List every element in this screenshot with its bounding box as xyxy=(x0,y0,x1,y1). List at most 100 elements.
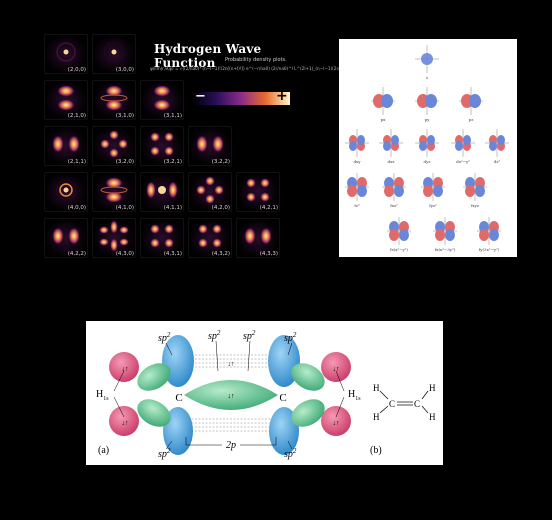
orbital-shape: s xyxy=(415,45,439,80)
pi-bond-region xyxy=(181,354,281,432)
orbital-shape: pz xyxy=(459,87,483,122)
orbital-quantum-numbers: (4,3,3) xyxy=(259,251,278,257)
orbital-shape: dxz xyxy=(379,129,403,164)
colorbar-minus-label: − xyxy=(195,89,206,104)
orbital-shapes-panel: s px py pz dxy dxz dyz dx²−y² dz² fz³ fxz² fyz² fxyz… xyxy=(339,39,517,257)
hydrogen-wave-function-panel: (2,0,0) (3,0,0) (2,1,0) (3,1,0) (3,1,1) (2,1,… xyxy=(40,30,371,262)
wave-function-formula: ψnlm(r,θ,φ) = √((2/na0)³ (n−l−1)!/2n[(n+… xyxy=(150,66,371,71)
struct-c: C xyxy=(389,399,395,409)
sp2-label: sp2 xyxy=(284,331,297,344)
orbital-quantum-numbers: (3,0,0) xyxy=(115,67,134,73)
orbital-shape-label: px xyxy=(381,117,387,122)
orbital-quantum-numbers: (4,1,0) xyxy=(115,205,134,211)
orbital-quantum-numbers: (4,3,1) xyxy=(163,251,182,257)
sp2-label: sp2 xyxy=(158,331,171,344)
orbital-shape: fx(x²−3y²) xyxy=(433,217,457,252)
orbital-density-plot: (3,2,0) xyxy=(92,126,136,166)
orbital-shape: fy(3x²−y²) xyxy=(477,217,501,252)
orbital-shape: py xyxy=(415,87,439,122)
sigma-ch-lobe xyxy=(291,399,325,427)
part-a-label: (a) xyxy=(98,445,109,456)
orbital-quantum-numbers: (2,1,0) xyxy=(67,113,86,119)
orbital-shape-label: pz xyxy=(469,117,474,122)
orbital-shape: fyz² xyxy=(421,173,445,208)
hydrogen-orbital-top-right xyxy=(321,352,351,382)
orbital-shape-label: dx²−y² xyxy=(456,159,470,164)
struct-c: C xyxy=(414,399,420,409)
orbital-density-plot: (4,1,0) xyxy=(92,172,136,212)
sigma-ch-lobe xyxy=(291,363,325,391)
orbital-density-plot: (4,3,1) xyxy=(140,218,184,258)
orbital-shape-label: py xyxy=(425,117,431,122)
spin-pair: ↓↑ xyxy=(228,392,235,400)
orbital-density-plot: (4,2,1) xyxy=(236,172,280,212)
sigma-ch-lobe xyxy=(137,399,171,427)
orbital-density-plot: (2,1,1) xyxy=(44,126,88,166)
hydrogen-1s-label-left: H1s xyxy=(96,389,109,402)
orbital-density-plot: (2,1,0) xyxy=(44,80,88,120)
orbital-shape-label: fz(x²−y²) xyxy=(390,247,408,252)
carbon-label-right: C xyxy=(279,392,286,404)
orbital-shape-label: fxyz xyxy=(471,203,479,208)
orbital-density-plot: (4,1,1) xyxy=(140,172,184,212)
struct-h: H xyxy=(373,383,380,393)
orbital-shape-label: dxz xyxy=(388,159,395,164)
orbital-shape-label: fyz² xyxy=(429,203,437,208)
orbital-density-plot: (3,2,2) xyxy=(188,126,232,166)
orbital-shape-label: dyz xyxy=(424,159,431,164)
orbital-shape-label: fxz² xyxy=(390,203,398,208)
sigma-cc-bond xyxy=(184,380,278,410)
hydrogen-orbital-top-left xyxy=(109,352,139,382)
orbital-quantum-numbers: (4,1,1) xyxy=(163,205,182,211)
spin-pair: ↓↑ xyxy=(228,360,235,368)
orbital-quantum-numbers: (4,3,0) xyxy=(115,251,134,257)
spin-pair: ↓↑ xyxy=(333,419,340,427)
struct-h: H xyxy=(429,383,436,393)
ethylene-structural-formula: H H H H C C xyxy=(373,383,436,422)
orbital-shape-label: fy(3x²−y²) xyxy=(479,247,500,252)
sp2-label: sp2 xyxy=(243,329,256,342)
orbital-density-plot: (4,3,2) xyxy=(188,218,232,258)
orbital-shape-label: fz³ xyxy=(354,203,360,208)
density-colorbar xyxy=(192,92,290,105)
orbital-shape-label: dxy xyxy=(353,159,361,164)
orbital-shape: dyz xyxy=(415,129,439,164)
orbital-quantum-numbers: (3,1,1) xyxy=(163,113,182,119)
orbital-quantum-numbers: (3,2,1) xyxy=(163,159,182,165)
orbital-shape: fxz² xyxy=(382,173,406,208)
orbital-density-plot: (3,1,1) xyxy=(140,80,184,120)
orbital-shape: dxy xyxy=(345,129,369,164)
orbital-density-plot: (4,2,0) xyxy=(188,172,232,212)
orbital-shape: fxyz xyxy=(463,173,487,208)
orbital-quantum-numbers: (4,2,0) xyxy=(211,205,230,211)
ethylene-bonding-panel: ↓↑ ↓↑ ↓↑ ↓↑ ↓↑ ↓↑ C C sp2 sp2 sp2 sp2 sp… xyxy=(86,321,443,465)
orbital-shape: fz(x²−y²) xyxy=(387,217,411,252)
orbital-quantum-numbers: (3,2,0) xyxy=(115,159,134,165)
orbital-density-plot: (4,3,3) xyxy=(236,218,280,258)
hydrogen-1s-label-right: H1s xyxy=(348,389,361,402)
sp2-label: sp2 xyxy=(158,447,171,460)
orbital-quantum-numbers: (4,2,1) xyxy=(259,205,278,211)
struct-h: H xyxy=(429,412,436,422)
orbital-shapes-diagram: s px py pz dxy dxz dyz dx²−y² dz² fz³ fxz² fyz² fxyz… xyxy=(345,45,509,252)
orbital-quantum-numbers: (2,0,0) xyxy=(67,67,86,73)
sp2-label: sp2 xyxy=(284,447,297,460)
spin-pair: ↓↑ xyxy=(333,365,340,373)
orbital-shape: dz² xyxy=(485,129,509,164)
spin-pair: ↓↑ xyxy=(122,365,129,373)
ethylene-diagram: ↓↑ ↓↑ ↓↑ ↓↑ ↓↑ ↓↑ C C sp2 sp2 sp2 sp2 sp… xyxy=(96,329,436,460)
orbital-shape-label: s xyxy=(426,75,428,80)
hydrogen-orbital-bottom-left xyxy=(109,406,139,436)
orbital-density-plot: (4,2,2) xyxy=(44,218,88,258)
orbital-quantum-numbers: (4,0,0) xyxy=(67,205,86,211)
panel-subtitle: Probability density plots. xyxy=(225,57,287,63)
orbital-quantum-numbers: (4,2,2) xyxy=(67,251,86,257)
orbital-quantum-numbers: (4,3,2) xyxy=(211,251,230,257)
orbital-density-plot: (3,2,1) xyxy=(140,126,184,166)
orbital-shape-label: fx(x²−3y²) xyxy=(435,247,456,252)
leader-lines xyxy=(113,340,345,450)
orbital-density-plot: (2,0,0) xyxy=(44,34,88,74)
sigma-ch-lobe xyxy=(137,363,171,391)
orbital-quantum-numbers: (3,1,0) xyxy=(115,113,134,119)
orbital-density-plot: (4,3,0) xyxy=(92,218,136,258)
